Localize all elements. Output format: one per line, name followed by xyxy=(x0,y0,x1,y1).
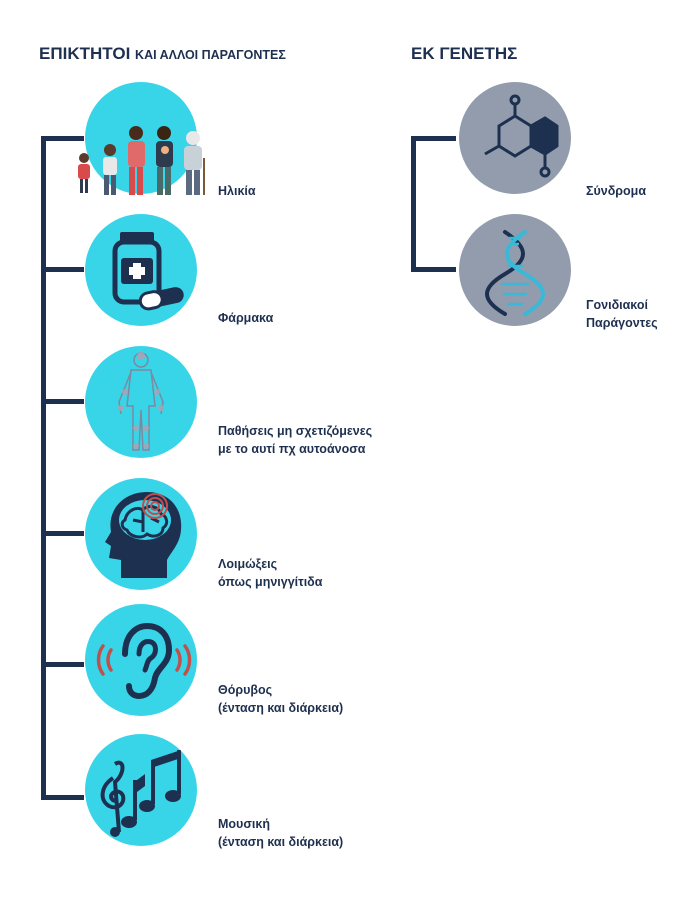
acquired-bracket-line xyxy=(41,136,46,800)
conditions-label-line-1: Παθήσεις μη σχετιζόμενες xyxy=(218,424,373,438)
music-label-line-1: Μουσική xyxy=(218,817,270,831)
infections-label-line-1: Λοιμώξεις xyxy=(218,557,278,571)
genes-label: Γονιδιακοί Παράγοντες xyxy=(586,296,658,332)
medicine-bottle-icon xyxy=(112,232,184,311)
genetic-heading: ΕΚ ΓΕΝΕΤΗΣ xyxy=(411,44,518,63)
music-circle xyxy=(85,734,197,846)
medicine-label: Φάρμακα xyxy=(218,309,273,327)
acquired-heading-rest: ΚΑΙ ΑΛΛΟΙ ΠΑΡΑΓΟΝΤΕΣ xyxy=(135,48,286,62)
bracket-tick-infections xyxy=(41,531,84,536)
music-label-line-2: (ένταση και διάρκεια) xyxy=(218,835,344,849)
infections-label: Λοιμώξεις όπως μηνιγγίτιδα xyxy=(218,555,322,591)
genetic-bracket-line xyxy=(411,136,416,272)
brain-head-icon xyxy=(105,492,182,578)
noise-label-line-1: Θόρυβος xyxy=(218,683,273,697)
music-label: Μουσική (ένταση και διάρκεια) xyxy=(218,815,343,851)
syndromes-label-line: Σύνδρομα xyxy=(586,184,647,198)
bracket-tick-medicine xyxy=(41,267,84,272)
syndromes-label: Σύνδρομα xyxy=(586,182,646,200)
medicine-label-line: Φάρμακα xyxy=(218,311,274,325)
syndromes-circle xyxy=(459,82,571,194)
genes-label-line-1: Γονιδιακοί xyxy=(586,298,648,312)
conditions-label: Παθήσεις μη σχετιζόμενες με το αυτί πχ α… xyxy=(218,422,372,458)
bracket-tick-syndromes xyxy=(411,136,456,141)
noise-label: Θόρυβος (ένταση και διάρκεια) xyxy=(218,681,343,717)
bracket-tick-genes xyxy=(411,267,456,272)
age-label-line: Ηλικία xyxy=(218,184,256,198)
acquired-heading: ΕΠΙΚΤΗΤΟΙ ΚΑΙ ΑΛΛΟΙ ΠΑΡΑΓΟΝΤΕΣ xyxy=(39,44,286,64)
medicine-circle xyxy=(85,214,197,326)
noise-label-line-2: (ένταση και διάρκεια) xyxy=(218,701,344,715)
noise-circle xyxy=(85,604,197,716)
molecule-icon xyxy=(484,94,559,178)
bracket-tick-conditions xyxy=(41,399,84,404)
infections-label-line-2: όπως μηνιγγίτιδα xyxy=(218,575,323,589)
conditions-label-line-2: με το αυτί πχ αυτοάνοσα xyxy=(218,442,366,456)
ear-noise-icon xyxy=(96,622,192,700)
conditions-circle xyxy=(85,346,197,458)
genes-circle xyxy=(459,214,571,326)
music-notes-icon xyxy=(100,750,181,837)
dna-icon xyxy=(485,230,545,316)
bracket-tick-noise xyxy=(41,662,84,667)
bracket-tick-music xyxy=(41,795,84,800)
bracket-tick-age xyxy=(41,136,84,141)
age-label: Ηλικία xyxy=(218,182,256,200)
acquired-heading-main: ΕΠΙΚΤΗΤΟΙ xyxy=(39,44,131,63)
human-body-icon xyxy=(118,352,164,451)
genes-label-line-2: Παράγοντες xyxy=(586,316,658,330)
family-icon xyxy=(70,118,220,198)
infections-circle xyxy=(85,478,197,590)
